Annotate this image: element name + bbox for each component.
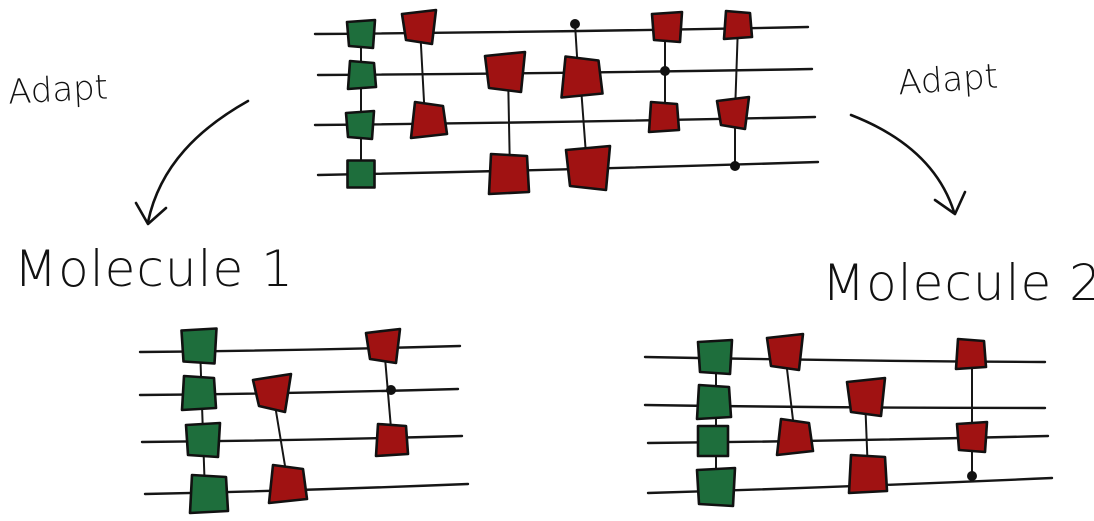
template-two-qubit-gate (400, 8, 438, 46)
molecule-1-qubit-wire (140, 434, 464, 444)
molecule-1-single-qubit-gate (180, 374, 218, 412)
molecule-1-single-qubit-gate (184, 421, 222, 459)
template-single-qubit-gate (344, 109, 376, 141)
molecule-2-two-qubit-gate (955, 420, 989, 454)
template-two-qubit-gate (564, 144, 612, 192)
molecule-1-single-qubit-gate (180, 327, 218, 365)
arrowhead-molecule-2 (933, 190, 967, 216)
molecule-2-label: Molecule 2 (822, 254, 1094, 312)
molecule-2-two-qubit-gate (954, 337, 988, 371)
molecule-2-two-qubit-gate (847, 453, 889, 495)
template-two-qubit-gate (650, 10, 684, 44)
template-two-qubit-gate (409, 100, 449, 140)
molecule-1-two-qubit-gate (374, 422, 410, 458)
template-two-qubit-gate (560, 55, 604, 99)
molecule-2-single-qubit-gate (696, 338, 734, 376)
adapt-label-left: Adapt (7, 67, 109, 113)
template-control-dot (660, 66, 670, 76)
adapt-label-right: Adapt (896, 56, 1000, 104)
molecule-1-two-qubit-gate (267, 463, 309, 505)
template-two-qubit-gate (483, 50, 527, 94)
molecule-1-qubit-wire (138, 344, 462, 354)
template-single-qubit-gate (346, 59, 378, 91)
molecule-2-two-qubit-gate (845, 376, 887, 418)
molecule-2-two-qubit-gate (775, 417, 815, 457)
template-single-qubit-gate (346, 159, 376, 189)
arrow-to-molecule-1 (146, 99, 250, 224)
molecule-2-single-qubit-gate (695, 466, 737, 508)
molecule-1-two-qubit-gate (251, 372, 293, 414)
molecule-1-label: Molecule 1 (14, 240, 294, 298)
molecule-2-two-qubit-gate (765, 332, 805, 372)
molecule-1-qubit-wire (138, 387, 460, 397)
molecule-1-two-qubit-gate (364, 327, 402, 365)
molecule-1-single-qubit-gate (188, 473, 230, 515)
template-control-dot (730, 161, 740, 171)
template-two-qubit-gate (647, 100, 681, 134)
template-two-qubit-gate (715, 95, 751, 131)
template-control-dot (570, 19, 580, 29)
molecule-2-control-dot (967, 471, 977, 481)
molecule-2-single-qubit-gate (696, 424, 730, 458)
template-two-qubit-gate (487, 152, 531, 196)
molecule-1-single-gate-chain (199, 345, 206, 495)
template-single-qubit-gate (345, 18, 377, 50)
template-two-qubit-gate (722, 9, 754, 41)
molecule-1-control-dot (386, 385, 396, 395)
arrowhead-molecule-1 (134, 201, 168, 226)
arrow-to-molecule-2 (849, 113, 956, 214)
molecule-2-single-qubit-gate (695, 383, 733, 421)
